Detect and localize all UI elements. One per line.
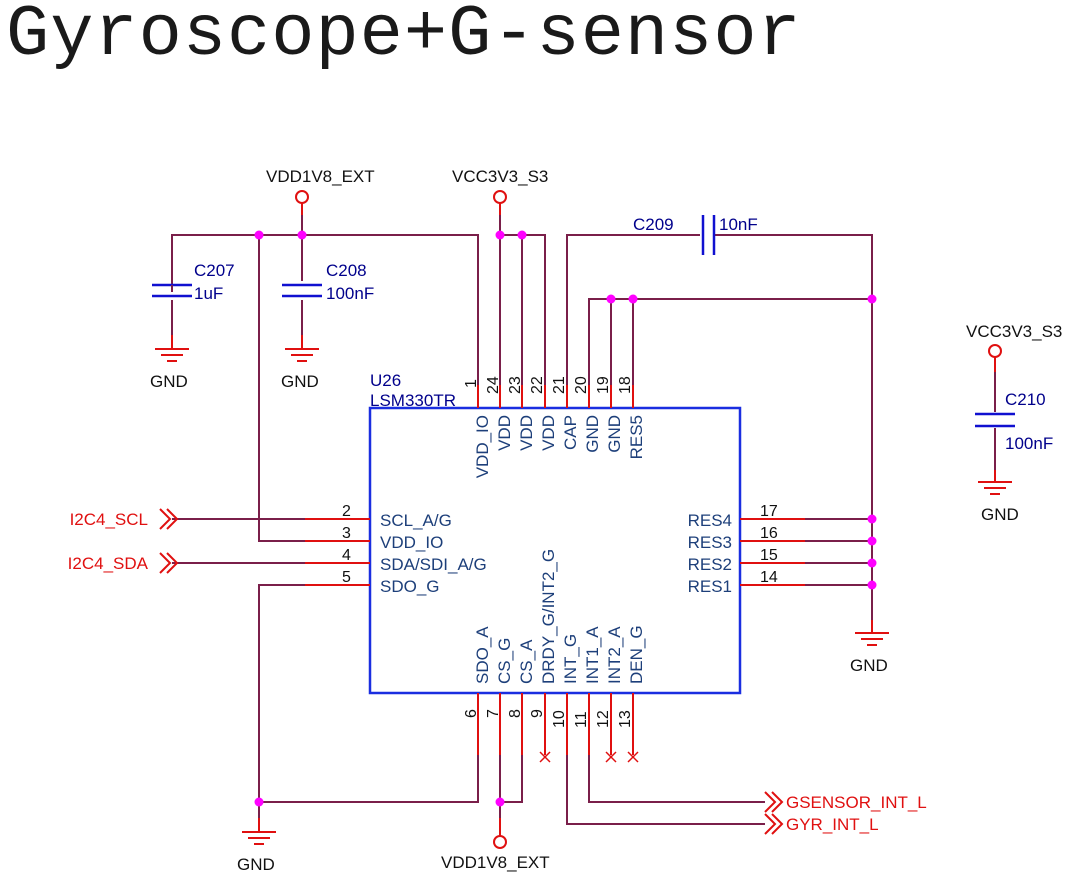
pin-6-number: 6 — [463, 709, 480, 718]
c210-value: 100nF — [1005, 434, 1053, 453]
gnd-c208-label: GND — [281, 372, 319, 391]
vcc3v3-top-label: VCC3V3_S3 — [452, 167, 548, 186]
pin-18-name: RES5 — [627, 415, 646, 459]
pin-24-number: 24 — [485, 376, 502, 394]
pin-21-name: CAP — [561, 415, 580, 450]
pin-16-number: 16 — [760, 525, 778, 542]
net-port-i2c4-sda: I2C4_SDA — [68, 552, 179, 574]
i2c4-sda-label: I2C4_SDA — [68, 554, 149, 573]
pin-4-number: 4 — [342, 547, 351, 564]
pin-11-number: 11 — [573, 711, 590, 728]
left-pins: 2 3 4 5 SCL_A/G VDD_IO SDA/SDI_A/G SDO_G — [305, 503, 487, 596]
power-vcc3v3-right: VCC3V3_S3 — [966, 322, 1062, 372]
pin-3-name: VDD_IO — [380, 533, 443, 552]
c207-value: 1uF — [194, 284, 223, 303]
pin-20-name: GND — [583, 415, 602, 453]
pin-15-number: 15 — [760, 547, 778, 564]
pin-4-name: SDA/SDI_A/G — [380, 555, 487, 574]
net-port-gsensor-int: GSENSOR_INT_L — [764, 791, 927, 813]
pin-10-name: INT_G — [561, 634, 580, 684]
ground-c208: GND — [281, 335, 319, 391]
pin-2-number: 2 — [342, 503, 351, 520]
vdd1v8-top-label: VDD1V8_EXT — [266, 167, 375, 186]
pin-17-name: RES4 — [688, 511, 732, 530]
c209-ref: C209 — [633, 215, 674, 234]
page-title: Gyroscope+G-sensor — [6, 0, 802, 76]
junctions — [254, 230, 877, 807]
pin-1-number: 1 — [463, 379, 480, 388]
i2c4-scl-label: I2C4_SCL — [70, 510, 148, 529]
power-vcc3v3-top: VCC3V3_S3 — [452, 167, 548, 215]
vcc3v3-right-label: VCC3V3_S3 — [966, 322, 1062, 341]
chip-ref: U26 — [370, 371, 401, 390]
pin-11-name: INT1_A — [583, 626, 602, 684]
pin-14-name: RES1 — [688, 577, 732, 596]
pin-19-name: GND — [605, 415, 624, 453]
pin-12-number: 12 — [595, 710, 612, 728]
pin-8-number: 8 — [507, 709, 524, 718]
gsensor-int-label: GSENSOR_INT_L — [786, 793, 927, 812]
pin-18-number: 18 — [617, 376, 634, 394]
c209-value: 10nF — [719, 215, 758, 234]
gyr-int-label: GYR_INT_L — [786, 815, 879, 834]
pin-13-number: 13 — [617, 710, 634, 728]
ground-c210: GND — [978, 470, 1019, 524]
pin-5-name: SDO_G — [380, 577, 440, 596]
c210-ref: C210 — [1005, 390, 1046, 409]
ground-res: GND — [850, 620, 889, 675]
pin-1-name: VDD_IO — [473, 415, 492, 478]
gnd-c210-label: GND — [981, 505, 1019, 524]
pin-9-number: 9 — [529, 709, 546, 718]
capacitor-c209: C209 10nF — [633, 215, 758, 255]
pin-22-number: 22 — [529, 376, 546, 394]
pin-12-name: INT2_A — [605, 626, 624, 684]
pin-23-name: VDD — [517, 415, 536, 451]
pin-13-name: DEN_G — [627, 625, 646, 684]
capacitor-c210: C210 100nF — [975, 390, 1053, 453]
pin-19-number: 19 — [595, 376, 612, 394]
pin-24-name: VDD — [495, 415, 514, 451]
no-connect-marks — [539, 751, 639, 763]
pin-7-name: CS_G — [495, 638, 514, 684]
pin-3-number: 3 — [342, 525, 351, 542]
c208-value: 100nF — [326, 284, 374, 303]
pin-17-number: 17 — [760, 503, 778, 520]
pin-2-name: SCL_A/G — [380, 511, 452, 530]
net-port-i2c4-scl: I2C4_SCL — [70, 508, 179, 530]
wires — [171, 205, 996, 836]
ground-c207: GND — [150, 335, 189, 391]
pin-5-number: 5 — [342, 569, 351, 586]
capacitor-c208: C208 100nF — [282, 261, 374, 303]
top-pins: 1 24 23 22 21 20 19 18 VDD_IO VDD VDD VD… — [463, 376, 646, 478]
pin-16-name: RES3 — [688, 533, 732, 552]
bottom-pins: 6 7 8 9 10 11 12 13 SDO_A CS_G CS_A DRDY… — [463, 549, 646, 763]
net-port-gyr-int: GYR_INT_L — [764, 813, 879, 835]
pin-6-name: SDO_A — [473, 626, 492, 684]
pin-7-number: 7 — [485, 709, 502, 718]
ground-sdo: GND — [237, 818, 276, 874]
pin-20-number: 20 — [573, 376, 590, 394]
chip-part: LSM330TR — [370, 391, 456, 410]
pin-15-name: RES2 — [688, 555, 732, 574]
c208-ref: C208 — [326, 261, 367, 280]
pin-8-name: CS_A — [517, 639, 536, 684]
pin-22-name: VDD — [539, 415, 558, 451]
gnd-res-label: GND — [850, 656, 888, 675]
right-pins: 17 16 15 14 RES4 RES3 RES2 RES1 — [688, 503, 805, 596]
pin-21-number: 21 — [551, 376, 568, 394]
c207-ref: C207 — [194, 261, 235, 280]
gnd-c207-label: GND — [150, 372, 188, 391]
power-vdd1v8-top: VDD1V8_EXT — [266, 167, 375, 215]
pin-14-number: 14 — [760, 569, 778, 586]
capacitor-c207: C207 1uF — [152, 261, 235, 303]
pin-9-name: DRDY_G/INT2_G — [539, 549, 558, 684]
vdd1v8-bottom-label: VDD1V8_EXT — [441, 853, 550, 872]
pin-23-number: 23 — [507, 376, 524, 394]
gnd-sdo-label: GND — [237, 855, 275, 874]
chip-u26: U26 LSM330TR 1 24 23 22 21 20 19 18 VDD_… — [305, 371, 805, 763]
pin-10-number: 10 — [551, 710, 568, 728]
power-vdd1v8-bottom: VDD1V8_EXT — [441, 818, 550, 872]
